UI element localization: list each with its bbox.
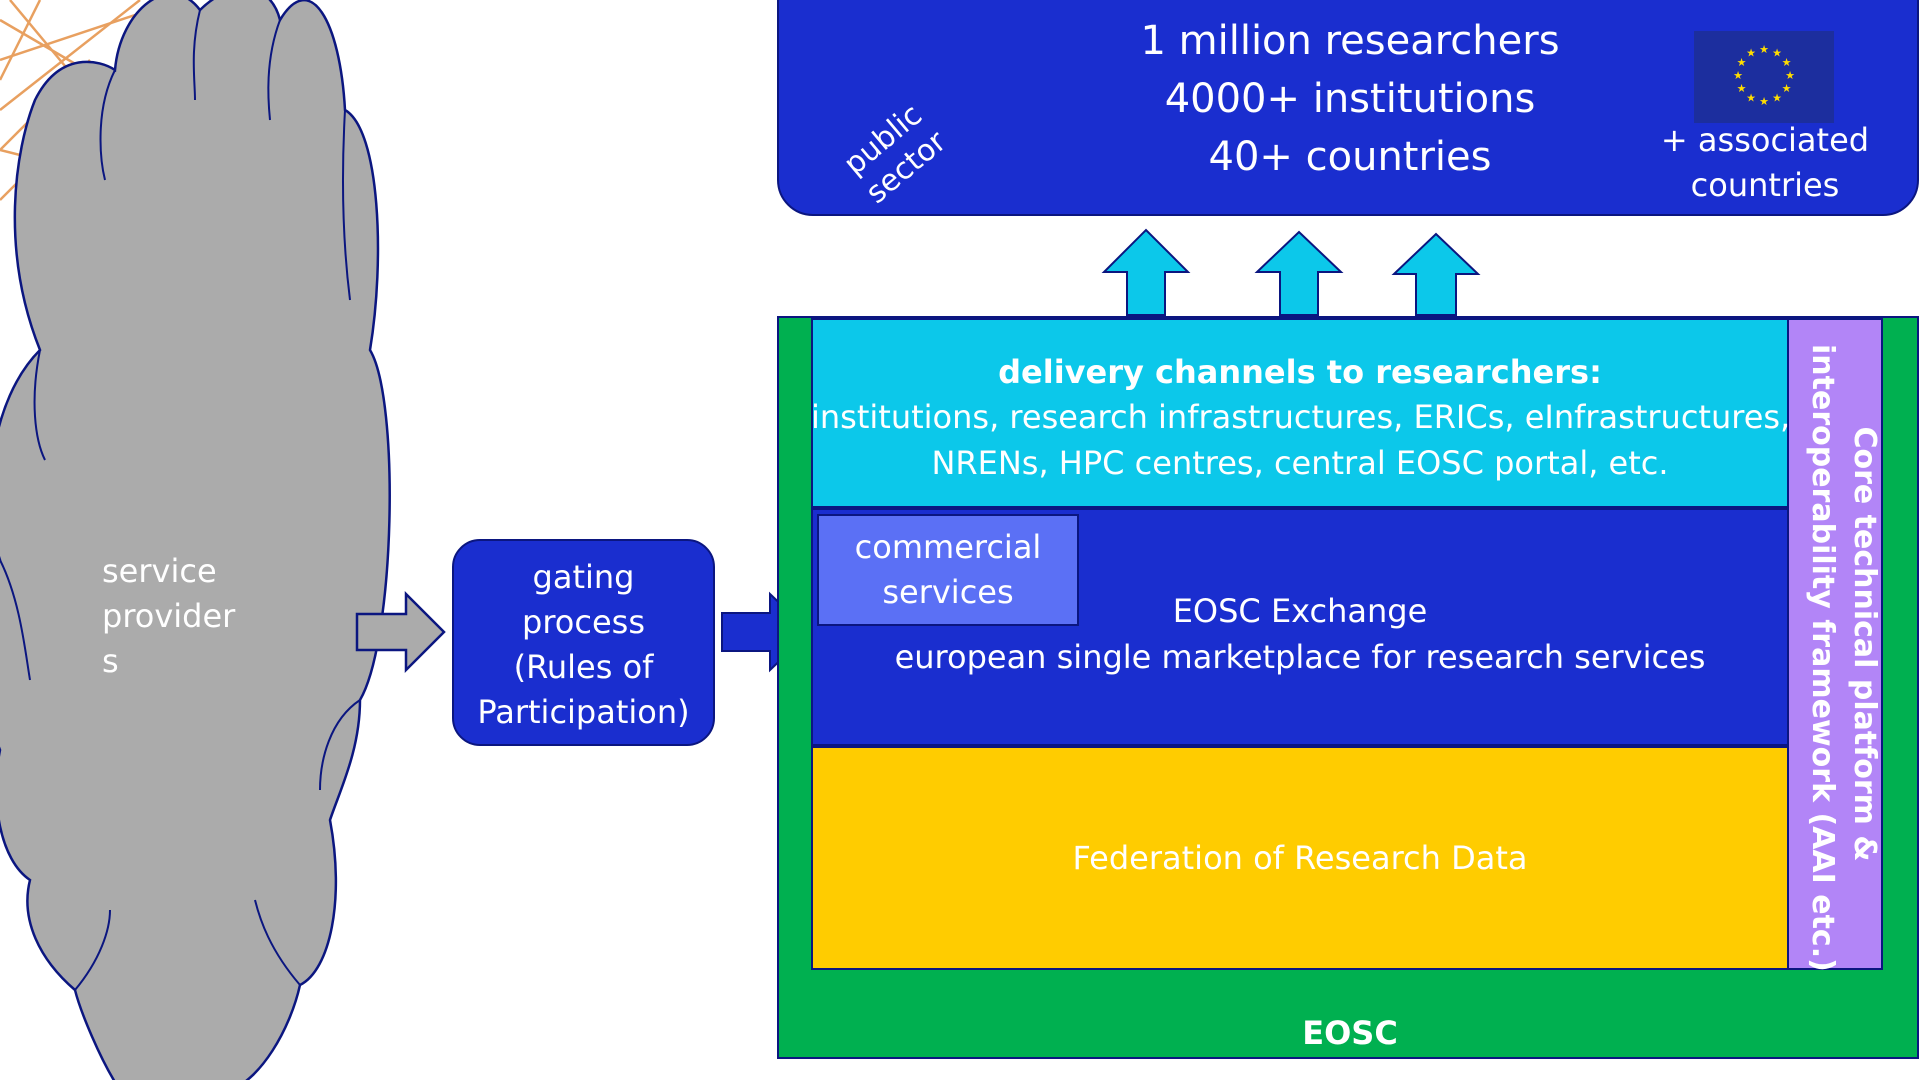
up-arrow-right (1391, 232, 1481, 316)
cloud-shape (0, 0, 391, 1080)
commercial-services-box (817, 514, 1079, 626)
eosc-label: EOSC (1302, 1014, 1398, 1052)
eu-flag-icon: ★ ★ ★ ★ ★ ★ ★ ★ ★ ★ ★ ★ (1694, 31, 1834, 123)
cloud-label-line2: provider (102, 597, 236, 635)
svg-text:★: ★ (1746, 92, 1756, 105)
svg-text:★: ★ (1759, 43, 1769, 56)
arrow-to-gating (355, 590, 446, 674)
stat-institutions: 4000+ institutions (1164, 76, 1536, 122)
core-platform-bar (1787, 318, 1883, 970)
federation-layer (811, 746, 1789, 970)
svg-text:★: ★ (1759, 95, 1769, 108)
svg-text:★: ★ (1733, 69, 1743, 82)
cloud-label-line1: service (102, 552, 217, 590)
commercial-line2: services (882, 573, 1014, 611)
cloud-label: service provider s (102, 549, 235, 684)
gating-process-box (452, 539, 715, 746)
eu-stars: ★ ★ ★ ★ ★ ★ ★ ★ ★ ★ ★ ★ (1733, 43, 1795, 108)
delivery-line2: NRENs, HPC centres, central EOSC portal,… (931, 444, 1669, 482)
exchange-title: EOSC Exchange (1172, 592, 1428, 630)
svg-text:★: ★ (1746, 47, 1756, 60)
svg-text:★: ★ (1782, 56, 1792, 69)
gating-line1: gating (532, 558, 635, 596)
core-platform-label: Core technical platform & interoperabili… (1785, 344, 1885, 972)
svg-text:★: ★ (1782, 82, 1792, 95)
svg-text:★: ★ (1737, 56, 1747, 69)
svg-text:★: ★ (1772, 47, 1782, 60)
delivery-title: delivery channels to researchers: (998, 353, 1602, 391)
up-arrows (1101, 228, 1481, 316)
associated-countries-line1: + associated (1660, 121, 1870, 159)
svg-text:★: ★ (1785, 69, 1795, 82)
delivery-channels-layer (811, 318, 1789, 508)
gating-process-label: gating process (Rules of Participation) (452, 555, 715, 735)
federation-label: Federation of Research Data (1072, 839, 1528, 877)
commercial-line1: commercial (854, 528, 1042, 566)
up-arrow-middle (1254, 230, 1344, 316)
core-line2: interoperability framework (AAI etc.) (1805, 344, 1840, 972)
gating-line4: Participation) (477, 693, 690, 731)
cloud-label-line3: s (102, 642, 119, 680)
associated-countries-line2: countries (1690, 166, 1840, 204)
exchange-subtitle: european single marketplace for research… (894, 638, 1706, 676)
cloud-bumps (0, 9, 361, 991)
gating-line2: process (522, 603, 645, 641)
stat-countries: 40+ countries (1208, 134, 1492, 180)
gating-line3: (Rules of (513, 648, 654, 686)
svg-text:★: ★ (1737, 82, 1747, 95)
commercial-services-label: commercial services (817, 525, 1079, 615)
stat-researchers: 1 million researchers (1140, 18, 1560, 64)
delivery-line1: institutions, research infrastructures, … (811, 398, 1791, 436)
svg-text:★: ★ (1772, 92, 1782, 105)
core-line1: Core technical platform & (1847, 426, 1882, 862)
up-arrow-left (1101, 228, 1191, 316)
